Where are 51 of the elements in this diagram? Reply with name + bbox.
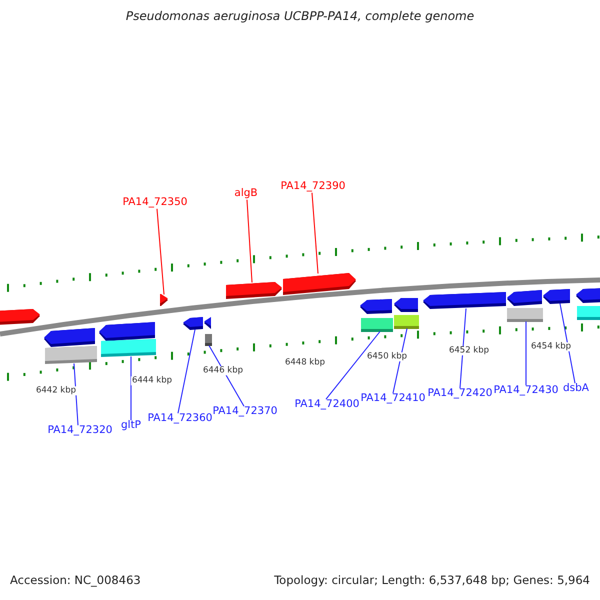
gene-feature	[576, 288, 600, 303]
leader-line	[326, 331, 380, 400]
leader-line	[178, 329, 196, 414]
gene-label: PA14_72390	[280, 181, 346, 193]
scale-label: 6452 kbp	[448, 346, 490, 356]
gene-feature	[543, 289, 570, 304]
accession-text: Accession: NC_008463	[10, 574, 141, 587]
gene-bar	[394, 315, 419, 329]
scale-label: 6446 kbp	[202, 366, 244, 376]
gene-label: PA14_72420	[428, 388, 492, 400]
gene-feature	[226, 282, 282, 299]
genome-info-text: Topology: circular; Length: 6,537,648 bp; Genes: 5,964	[274, 574, 590, 587]
gene-label: PA14_72430	[494, 385, 558, 397]
leader-line	[74, 363, 78, 426]
scale-label: 6454 kbp	[530, 342, 572, 352]
gene-feature	[160, 294, 168, 306]
gene-label: PA14_72370	[212, 406, 278, 418]
map-title: Pseudomonas aeruginosa UCBPP-PA14, complete genome	[124, 10, 476, 24]
gene-bar	[361, 318, 393, 332]
gene-feature	[507, 290, 542, 306]
leader-line	[208, 345, 244, 407]
gene-label: dsbA	[563, 383, 589, 395]
gene-label: PA14_72350	[122, 197, 188, 209]
gene-label: PA14_72360	[148, 413, 212, 425]
gene-feature	[0, 309, 40, 325]
leader-line	[312, 192, 318, 274]
scale-label: 6448 kbp	[284, 358, 326, 368]
scale-label: 6444 kbp	[130, 376, 174, 386]
gene-feature	[360, 299, 392, 314]
gene-feature	[99, 322, 155, 341]
leader-line	[130, 356, 132, 421]
gene-label: PA14_72320	[48, 425, 112, 437]
gene-label: algB	[234, 188, 258, 200]
gene-feature	[394, 298, 418, 312]
gene-label: PA14_72400	[294, 399, 360, 411]
gene-label: PA14_72410	[360, 393, 426, 405]
scale-label: 6450 kbp	[366, 352, 408, 362]
leader-line	[560, 303, 576, 384]
gene-bar	[205, 334, 212, 346]
gene-feature	[204, 316, 211, 329]
gene-feature	[44, 328, 95, 347]
leader-line	[392, 328, 408, 394]
leader-line	[156, 208, 164, 295]
gene-label: gltP	[120, 420, 142, 432]
gene-bar	[101, 339, 156, 357]
gene-bar	[577, 306, 600, 320]
scale-label: 6442 kbp	[34, 386, 78, 396]
leader-line	[460, 308, 466, 389]
leader-line	[246, 199, 252, 283]
gene-bar	[45, 346, 97, 364]
gene-bar	[507, 308, 543, 322]
